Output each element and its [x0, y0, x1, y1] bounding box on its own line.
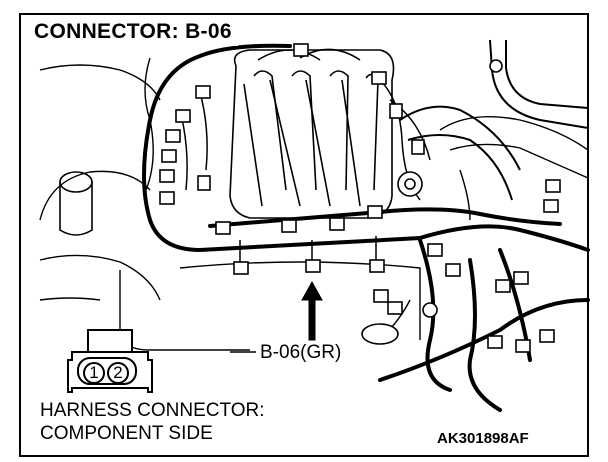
border-frame	[19, 13, 589, 457]
harness-caption-line1: HARNESS CONNECTOR:	[40, 400, 269, 422]
pin-2: 2	[107, 362, 129, 384]
connector-face	[67, 329, 153, 393]
wire-harness	[142, 43, 590, 412]
figure-id: AK301898AF	[437, 430, 529, 447]
callout-arrow	[301, 280, 323, 341]
reservoir-tank	[59, 171, 93, 236]
pin-1: 1	[83, 362, 105, 384]
diagram-title: CONNECTOR: B-06	[34, 20, 238, 46]
harness-caption-line2: COMPONENT SIDE	[40, 423, 217, 445]
connector-callout-label: B-06(GR)	[256, 342, 346, 364]
harness-connectors	[159, 43, 561, 353]
intake-manifold	[229, 48, 395, 219]
sensor-parts	[361, 59, 503, 345]
